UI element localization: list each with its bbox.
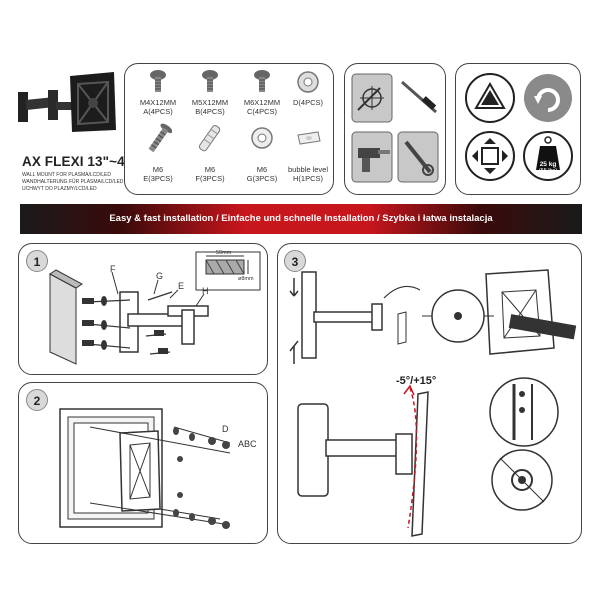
step-1-label-h: H xyxy=(202,286,209,296)
install-banner-text: Easy & fast installation / Einfache und … xyxy=(109,213,493,224)
weight-icon xyxy=(523,131,573,181)
part-f-spec: M6 xyxy=(204,165,216,174)
tilt-angle: -5°/+15° xyxy=(396,375,437,387)
subtitle-en: WALL MOUNT FOR PLASMA/LCD/LED xyxy=(22,172,111,178)
step-1-label-g: G xyxy=(156,271,164,281)
step-1-label-e: E xyxy=(178,281,185,291)
part-c-code: C(4PCS) xyxy=(246,107,277,116)
part-b-spec: M5X12MM xyxy=(191,98,229,107)
part-c-spec: M6X12MM xyxy=(243,98,281,107)
bubble-level-h-icon xyxy=(297,131,321,145)
step-1-label-f: F xyxy=(110,264,116,274)
tools-icons xyxy=(351,73,439,183)
step-3-badge: 3 xyxy=(284,250,306,272)
part-e-code: E(3PCS) xyxy=(143,174,173,183)
install-banner: Easy & fast installation / Einfache und … xyxy=(20,204,582,234)
part-b-code: B(4PCS) xyxy=(195,107,225,116)
anchor-f-icon xyxy=(198,125,221,152)
recycle-icon xyxy=(524,74,572,122)
step-1-dim-side: ø8mm xyxy=(238,276,254,282)
step-2-label-d: D xyxy=(222,424,229,434)
screw-b-icon xyxy=(202,70,218,92)
step-1-drawing xyxy=(49,251,261,365)
screwdriver-icon xyxy=(401,80,437,114)
load-kg: 25 kg xyxy=(539,161,557,168)
part-e-spec: M6 xyxy=(152,165,164,174)
part-d-code: D(4PCS) xyxy=(292,98,323,107)
product-title: AX FLEXI 13"~42" xyxy=(22,154,139,169)
washer-g-icon xyxy=(251,127,273,149)
drill-icon xyxy=(358,148,390,172)
part-f-code: F(3PCS) xyxy=(195,174,225,183)
step-1-dim-top: 50mm xyxy=(216,250,232,256)
specs-icons xyxy=(465,73,573,181)
screw-e-icon xyxy=(148,123,172,153)
part-a-spec: M4X12MM xyxy=(139,98,177,107)
swivel-icon xyxy=(465,131,515,181)
part-a-code: A(4PCS) xyxy=(143,107,173,116)
part-h-code: H(1PCS) xyxy=(292,174,323,183)
product-image xyxy=(18,70,118,150)
step-2-badge: 2 xyxy=(26,389,48,411)
screw-a-icon xyxy=(150,70,166,92)
spacer-d-icon xyxy=(297,71,319,93)
part-g-code: G(3PCS) xyxy=(246,174,278,183)
step-1-badge: 1 xyxy=(26,250,48,272)
subtitle-pl: UCHWYT DO PLAZMY/LCD/LED xyxy=(22,186,97,192)
part-g-spec: M6 xyxy=(256,165,268,174)
vesa-badge-icon xyxy=(465,73,515,123)
load-lbs: (55 lbs) xyxy=(538,168,558,174)
step-2-label-abc: ABC xyxy=(238,439,257,449)
step-2-drawing xyxy=(59,408,231,529)
subtitle-de: WANDHALTERUNG FÜR PLASMA/LCD/LED xyxy=(22,179,124,185)
screw-c-icon xyxy=(254,70,270,92)
step-3-drawing xyxy=(289,269,577,537)
part-h-spec: bubble level xyxy=(287,165,329,174)
wrench-icon xyxy=(404,140,434,176)
